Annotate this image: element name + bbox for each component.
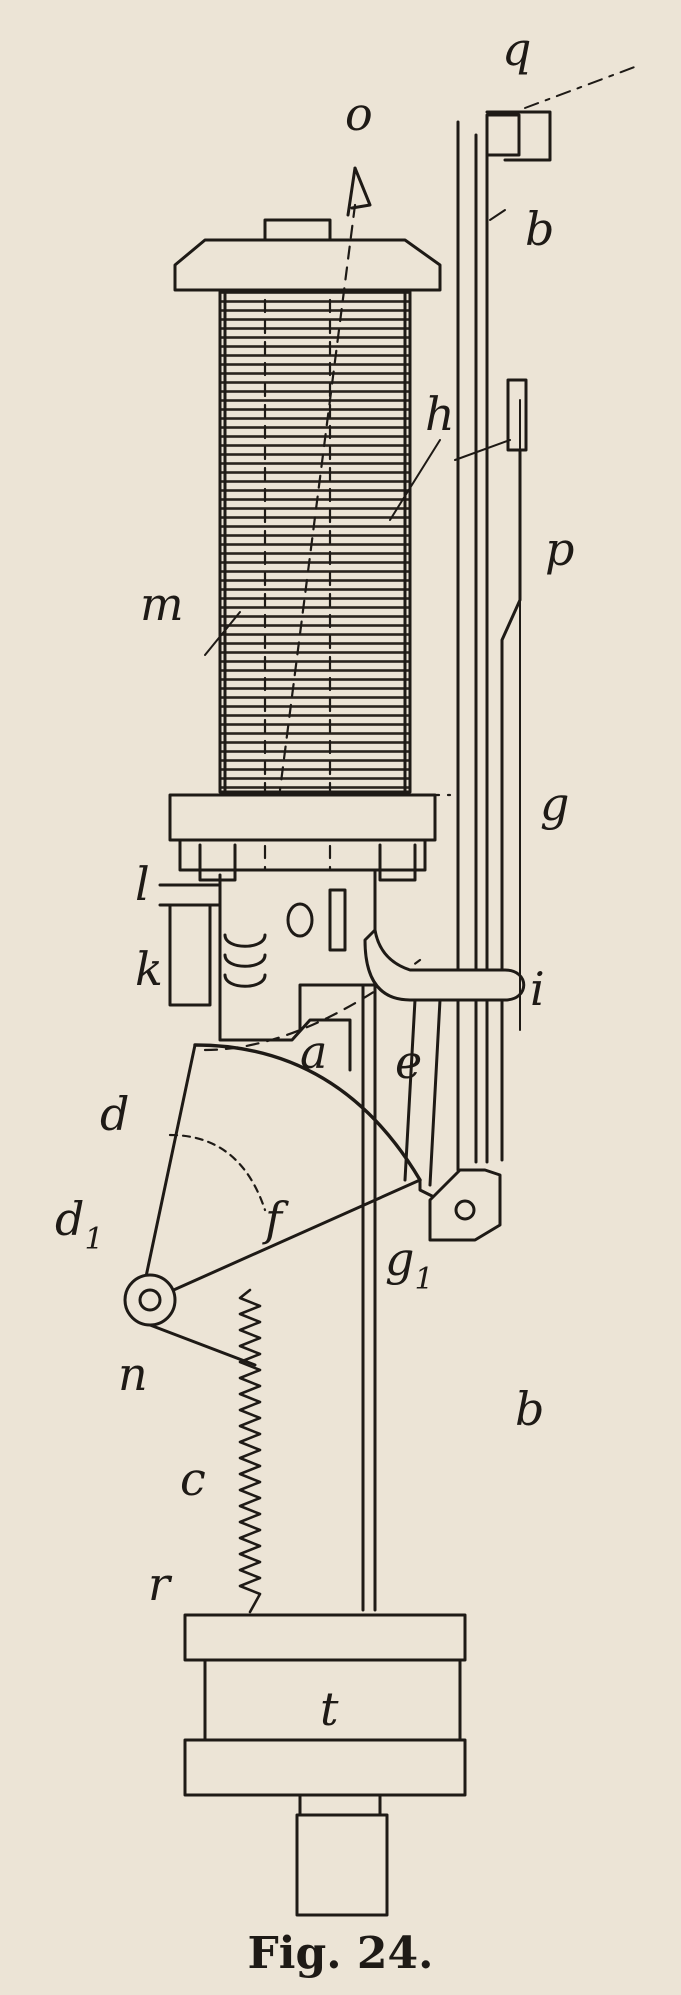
label-d: d bbox=[100, 1087, 129, 1141]
label-g1-sub: 1 bbox=[414, 1262, 433, 1297]
bracket-g1 bbox=[403, 998, 502, 1242]
label-q: q bbox=[502, 22, 531, 76]
label-r: r bbox=[148, 1557, 173, 1611]
column bbox=[361, 983, 377, 1612]
label-c: c bbox=[180, 1452, 206, 1506]
label-f: f bbox=[262, 1192, 289, 1246]
label-n: n bbox=[118, 1347, 148, 1401]
yarn-hook bbox=[346, 166, 372, 217]
spool-base bbox=[168, 793, 437, 882]
label-g: g bbox=[540, 777, 569, 831]
housing bbox=[158, 868, 377, 1072]
figure-caption: Fig. 24. bbox=[247, 1928, 434, 1979]
label-i: i bbox=[530, 962, 545, 1016]
label-b-top: b bbox=[525, 202, 554, 256]
label-d1-base: d bbox=[55, 1192, 84, 1246]
pivot-n bbox=[123, 1273, 257, 1367]
label-h: h bbox=[425, 387, 455, 441]
spring-c bbox=[238, 1288, 262, 1614]
label-b-bottom: b bbox=[515, 1382, 544, 1436]
label-l: l bbox=[135, 857, 150, 911]
label-o: o bbox=[345, 87, 373, 141]
label-p: p bbox=[545, 522, 574, 576]
spool-cap bbox=[173, 218, 442, 292]
bobbin-coil bbox=[218, 290, 412, 794]
base-t bbox=[183, 1613, 467, 1917]
label-m: m bbox=[140, 577, 184, 631]
label-d1-sub: 1 bbox=[84, 1222, 103, 1257]
labels: o q b h p m g l k i e a d d1 f g1 n b c … bbox=[55, 22, 574, 1736]
label-k: k bbox=[135, 942, 163, 996]
sector-d bbox=[138, 1043, 422, 1307]
leader-lines bbox=[204, 64, 641, 1031]
label-g1-base: g bbox=[385, 1232, 414, 1286]
label-t: t bbox=[320, 1682, 339, 1736]
arm-i bbox=[363, 928, 526, 1002]
label-g1: g1 bbox=[385, 1232, 434, 1297]
label-a: a bbox=[300, 1025, 327, 1079]
label-e: e bbox=[395, 1035, 422, 1089]
label-d1: d1 bbox=[55, 1192, 104, 1257]
